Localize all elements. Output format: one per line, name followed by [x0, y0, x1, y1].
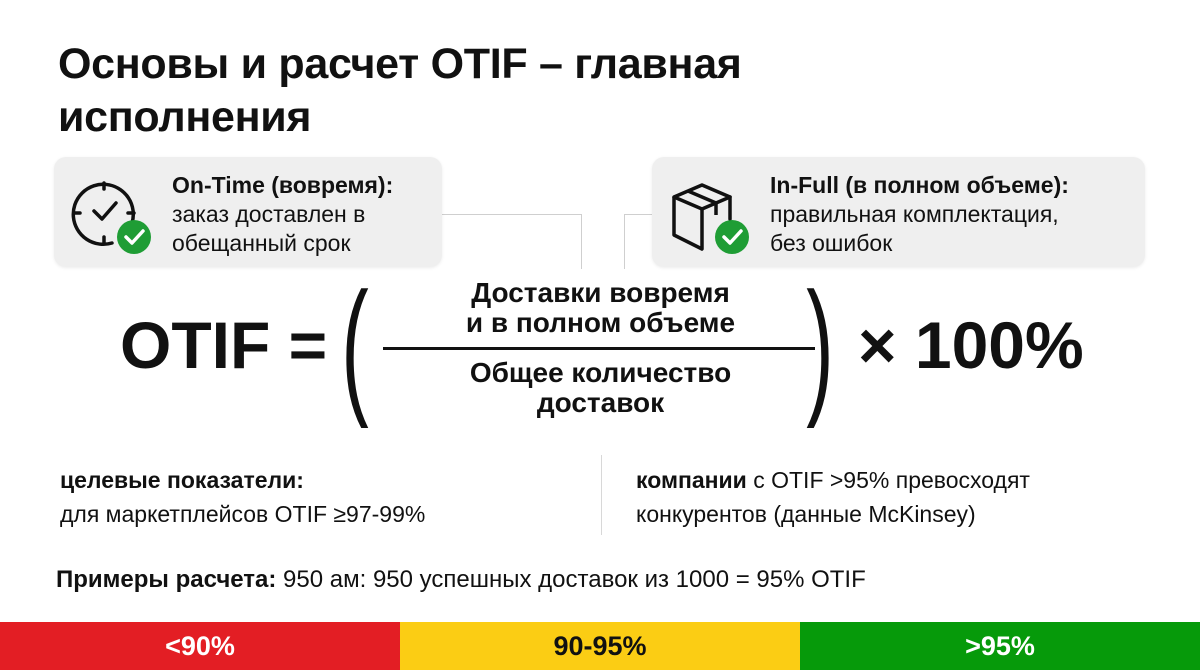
- box-check-icon: [666, 173, 754, 257]
- connector-line-left: [442, 214, 582, 269]
- targets-heading: целевые показатели:: [60, 467, 304, 493]
- numerator-line2: и в полном объеме: [465, 307, 736, 338]
- formula-numerator: Доставки вовремя и в полном объеме: [383, 278, 818, 338]
- scale-segment-high: >95%: [800, 622, 1200, 670]
- example-label: Примеры расчета:: [56, 566, 277, 593]
- fraction-bar: [383, 347, 815, 350]
- scale-segment-mid: 90-95%: [400, 622, 800, 670]
- in-full-desc-line2: без ошибок: [770, 230, 893, 256]
- formula-rhs: × 100%: [858, 308, 1084, 382]
- on-time-desc-line2: обещанный срок: [172, 230, 351, 256]
- left-parenthesis: (: [341, 261, 369, 429]
- formula-lhs: OTIF =: [120, 308, 328, 382]
- otif-scale-bar: <90% 90-95% >95%: [0, 622, 1200, 670]
- companies-text-line2: конкурентов (данные McKinsey): [636, 501, 976, 527]
- on-time-desc-line1: заказ доставлен в: [172, 201, 366, 227]
- targets-block: целевые показатели: для маркетплейсов OT…: [60, 463, 425, 531]
- scale-segment-low: <90%: [0, 622, 400, 670]
- companies-bold: компании: [636, 467, 747, 493]
- formula-denominator: Общее количество доставок: [383, 358, 818, 418]
- denominator-line2: доставок: [536, 387, 665, 418]
- example-calculation: Примеры расчета: 950 ам: 950 успешных до…: [56, 563, 866, 597]
- on-time-heading: On-Time (вовремя):: [172, 172, 394, 198]
- clock-check-icon: [68, 173, 156, 257]
- page-title: Основы и расчет OTIF – главная исполнени…: [58, 40, 742, 141]
- in-full-heading: In-Full (в полном объеме):: [770, 172, 1069, 198]
- in-full-card: In-Full (в полном объеме): правильная ко…: [652, 157, 1145, 267]
- denominator-line1: Общее количество: [469, 357, 732, 388]
- targets-text: для маркетплейсов OTIF ≥97-99%: [60, 501, 426, 527]
- connector-line-right: [624, 214, 653, 269]
- in-full-desc-line1: правильная комплектация,: [770, 201, 1059, 227]
- vertical-divider: [601, 455, 602, 535]
- companies-block: компании с OTIF >95% превосходят конкуре…: [636, 463, 1030, 531]
- example-text: 950 ам: 950 успешных доставок из 1000 = …: [276, 566, 866, 593]
- on-time-card: On-Time (вовремя): заказ доставлен в обе…: [54, 157, 442, 267]
- companies-text-line1: с OTIF >95% превосходят: [746, 467, 1030, 493]
- numerator-line1: Доставки вовремя: [471, 277, 730, 308]
- right-parenthesis: ): [806, 261, 834, 429]
